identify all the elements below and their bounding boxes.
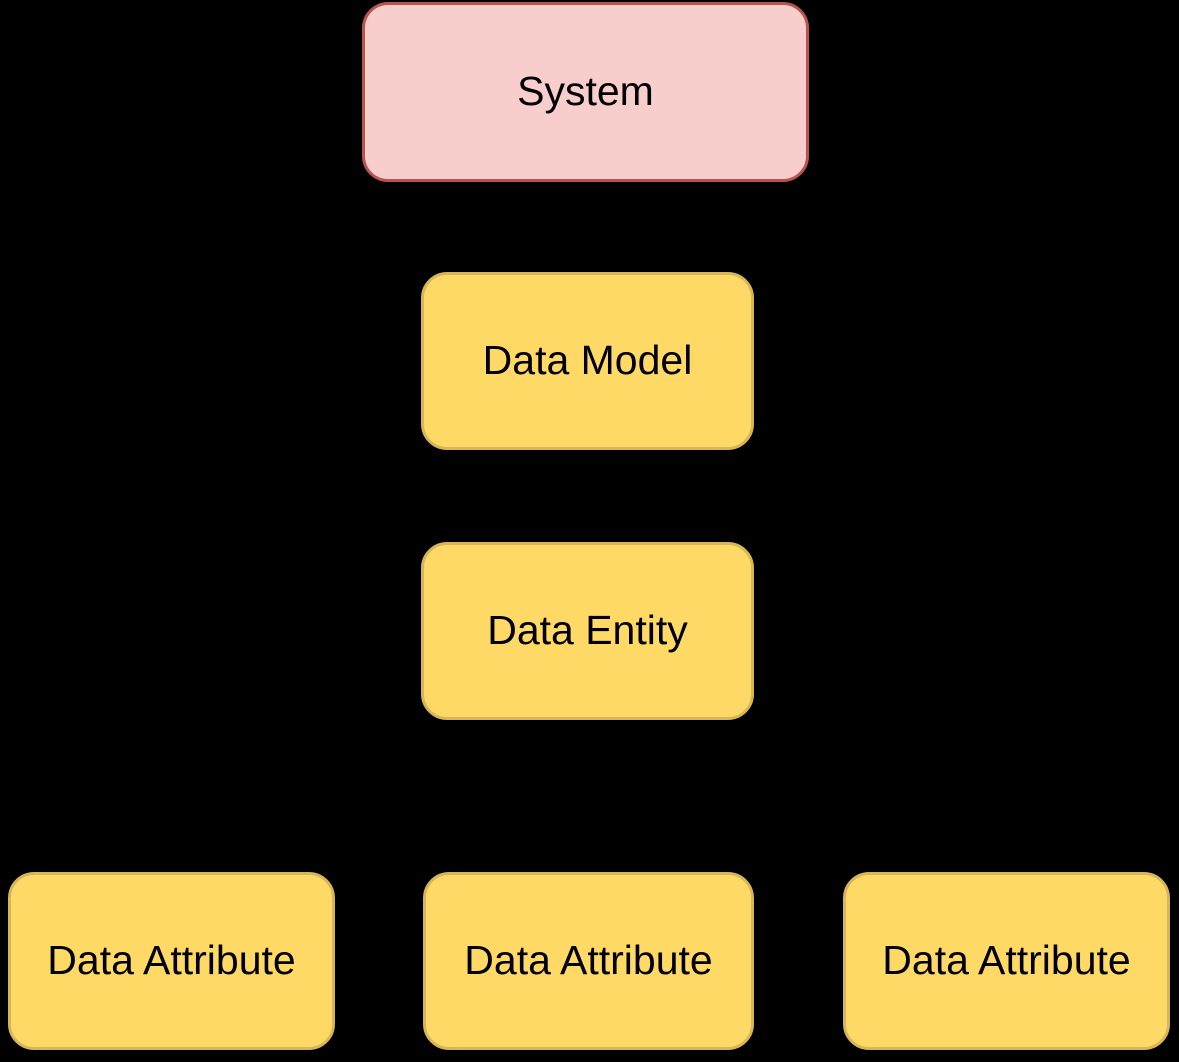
edge-entity-to-attr-middle	[586, 719, 590, 874]
node-data-entity: Data Entity	[421, 542, 754, 720]
node-data-attribute-middle: Data Attribute	[423, 872, 754, 1050]
node-data-attribute-left-label: Data Attribute	[47, 937, 296, 984]
edge-entity-to-attr-right	[586, 718, 1008, 875]
node-data-attribute-left: Data Attribute	[8, 872, 335, 1050]
node-system: System	[362, 2, 809, 182]
node-system-label: System	[517, 68, 654, 115]
node-data-attribute-right: Data Attribute	[843, 872, 1170, 1050]
node-data-attribute-middle-label: Data Attribute	[464, 937, 713, 984]
node-data-entity-label: Data Entity	[487, 607, 688, 654]
edge-entity-to-attr-left	[170, 718, 589, 875]
node-data-attribute-right-label: Data Attribute	[882, 937, 1131, 984]
node-data-model-label: Data Model	[482, 337, 693, 384]
node-data-model: Data Model	[421, 272, 754, 450]
